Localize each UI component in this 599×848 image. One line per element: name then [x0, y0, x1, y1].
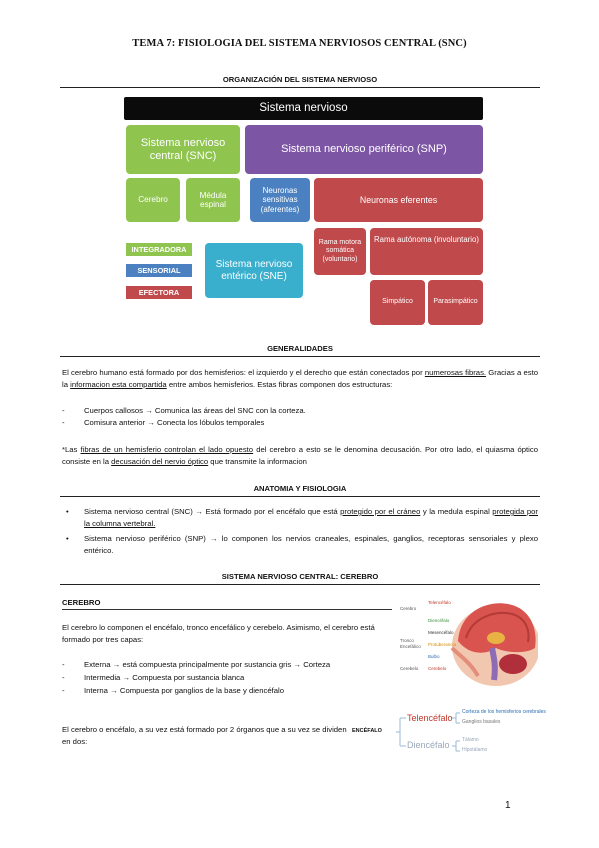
underlined-text: fibras de un hemisferio controlan el lad…: [80, 445, 254, 454]
section-heading-snc: SISTEMA NERVIOSO CENTRAL: CEREBRO: [221, 572, 379, 581]
text: entre ambos hemisferios. Estas fibras co…: [166, 379, 393, 389]
tree-root: ENCÉFALO: [352, 728, 382, 734]
divider: [60, 87, 540, 88]
section-heading-anatomia: ANATOMIA Y FISIOLOGIA: [253, 484, 347, 493]
underlined-text: decusación del nervio óptico: [111, 456, 209, 466]
box-rama-autonoma: Rama autónoma (involuntario): [370, 228, 483, 275]
tree-corteza: Corteza de los hemisferios cerebrales: [462, 709, 546, 715]
section-heading-generalidades: GENERALIDADES: [267, 344, 333, 353]
list-item-text: Intermedia → Compuesta por sustancia bla…: [84, 673, 245, 682]
box-cerebro: Cerebro: [126, 178, 180, 222]
brain-label-bulbo: Bulbo: [428, 654, 440, 659]
legend-integradora: INTEGRADORA: [126, 243, 192, 256]
paragraph-cerebro: El cerebro lo componen el encéfalo, tron…: [62, 623, 375, 644]
brain-label-cerebelo-right: Cerebelo: [428, 666, 447, 671]
list-item: -: [62, 406, 65, 415]
text: *Las: [62, 445, 81, 454]
brain-label-diencefalo: Diencéfalo: [428, 618, 450, 623]
text: Gracias a esto la: [62, 368, 538, 389]
tree-telencefalo: Telencéfalo: [407, 713, 453, 723]
underlined-text: protegido por el cráneo: [340, 507, 421, 516]
brain-sagittal-icon: [450, 603, 540, 686]
document-title: TEMA 7: FISIOLOGIA DEL SISTEMA NERVIOSOS…: [132, 38, 467, 49]
text: del cerebro a esto se le denomina decusa…: [62, 445, 538, 466]
text: que transmite la informacion: [208, 456, 307, 466]
list-item-text: Externa → está compuesta principalmente …: [84, 660, 331, 669]
text: Sistema nervioso central (SNC) → Está fo…: [84, 507, 341, 516]
brain-illustration: Cerebro Tronco Encefálico Cerebelo Telen…: [400, 596, 540, 686]
bullet: •: [66, 534, 69, 543]
underlined-text: numerosas fibras.: [424, 368, 487, 377]
encefalo-tree: ENCÉFALO Telencéfalo Diencéfalo Corteza …: [352, 708, 546, 754]
list-item-text: Cuerpos callosos → Comunica las áreas de…: [84, 406, 306, 415]
tree-ganglios: Ganglios basales: [462, 719, 501, 725]
divider: [60, 584, 540, 585]
paragraph-decusacion: *Las fibras de un hemisferio controlan e…: [62, 444, 538, 467]
brain-label-telencefalo: Telencéfalo: [428, 600, 451, 605]
box-snp: Sistema nervioso periférico (SNP): [245, 125, 483, 174]
text: El cerebro humano está formado por dos h…: [62, 368, 425, 377]
tree-hipotalamo: Hipotálamo: [462, 747, 488, 753]
box-neuronas-eferentes: Neuronas eferentes: [314, 178, 483, 222]
paragraph-hemisferios: El cerebro humano está formado por dos h…: [62, 367, 538, 390]
box-sne: Sistema nervioso entérico (SNE): [205, 243, 303, 298]
bullet-snp: Sistema nervioso periférico (SNP) → lo c…: [84, 534, 538, 555]
brain-label-tronco: Tronco Encefálico: [400, 638, 421, 649]
paragraph-encefalo: El cerebro o encéfalo, a su vez está for…: [62, 725, 347, 746]
text: y la medula espinal: [420, 507, 493, 516]
underlined-text: informacion esta compartida: [70, 379, 167, 389]
box-parasimpatico: Parasimpático: [428, 280, 483, 325]
brain-label-cerebro: Cerebro: [400, 606, 417, 611]
brain-label-mesencefalo: Mesencéfalo: [428, 630, 454, 635]
divider: [60, 496, 540, 497]
brain-label-protuberancia: Protuberancia: [428, 642, 457, 647]
list-item: -: [62, 418, 65, 427]
legend-efectora: EFECTORA: [126, 286, 192, 299]
box-simpatico: Simpático: [370, 280, 425, 325]
subheading-cerebro: CEREBRO: [62, 598, 101, 607]
bullet: •: [66, 507, 69, 516]
tree-talamo: Tálamo: [462, 737, 479, 743]
box-rama-somatica: Rama motora somática (voluntario): [314, 228, 366, 275]
list-item-text: Interna → Compuesta por ganglios de la b…: [84, 686, 284, 695]
page-number: 1: [505, 800, 511, 811]
list-item: -: [62, 673, 65, 682]
brain-label-cerebelo: Cerebelo: [400, 666, 419, 671]
box-neuronas-sensitivas: Neuronas sensitivas (aferentes): [250, 178, 310, 222]
list-item-text: Comisura anterior → Conecta los lóbulos …: [84, 418, 265, 427]
legend-sensorial: SENSORIAL: [126, 264, 192, 277]
underlined-text: protegida por la columna vertebral.: [84, 507, 538, 528]
section-heading-organizacion: ORGANIZACIÓN DEL SISTEMA NERVIOSO: [222, 75, 378, 84]
bullet-snc: Sistema nervioso central (SNC) → Está fo…: [84, 506, 538, 529]
subheading-underline: [62, 609, 392, 610]
tree-diencefalo: Diencéfalo: [407, 740, 450, 750]
box-snc: Sistema nervioso central (SNC): [126, 125, 240, 174]
list-item: -: [62, 686, 65, 695]
tree-bracket-icon: [396, 712, 460, 752]
box-sistema-nervioso: Sistema nervioso: [124, 97, 483, 120]
box-medula: Médula espinal: [186, 178, 240, 222]
list-item: -: [62, 660, 65, 669]
divider: [60, 356, 540, 357]
